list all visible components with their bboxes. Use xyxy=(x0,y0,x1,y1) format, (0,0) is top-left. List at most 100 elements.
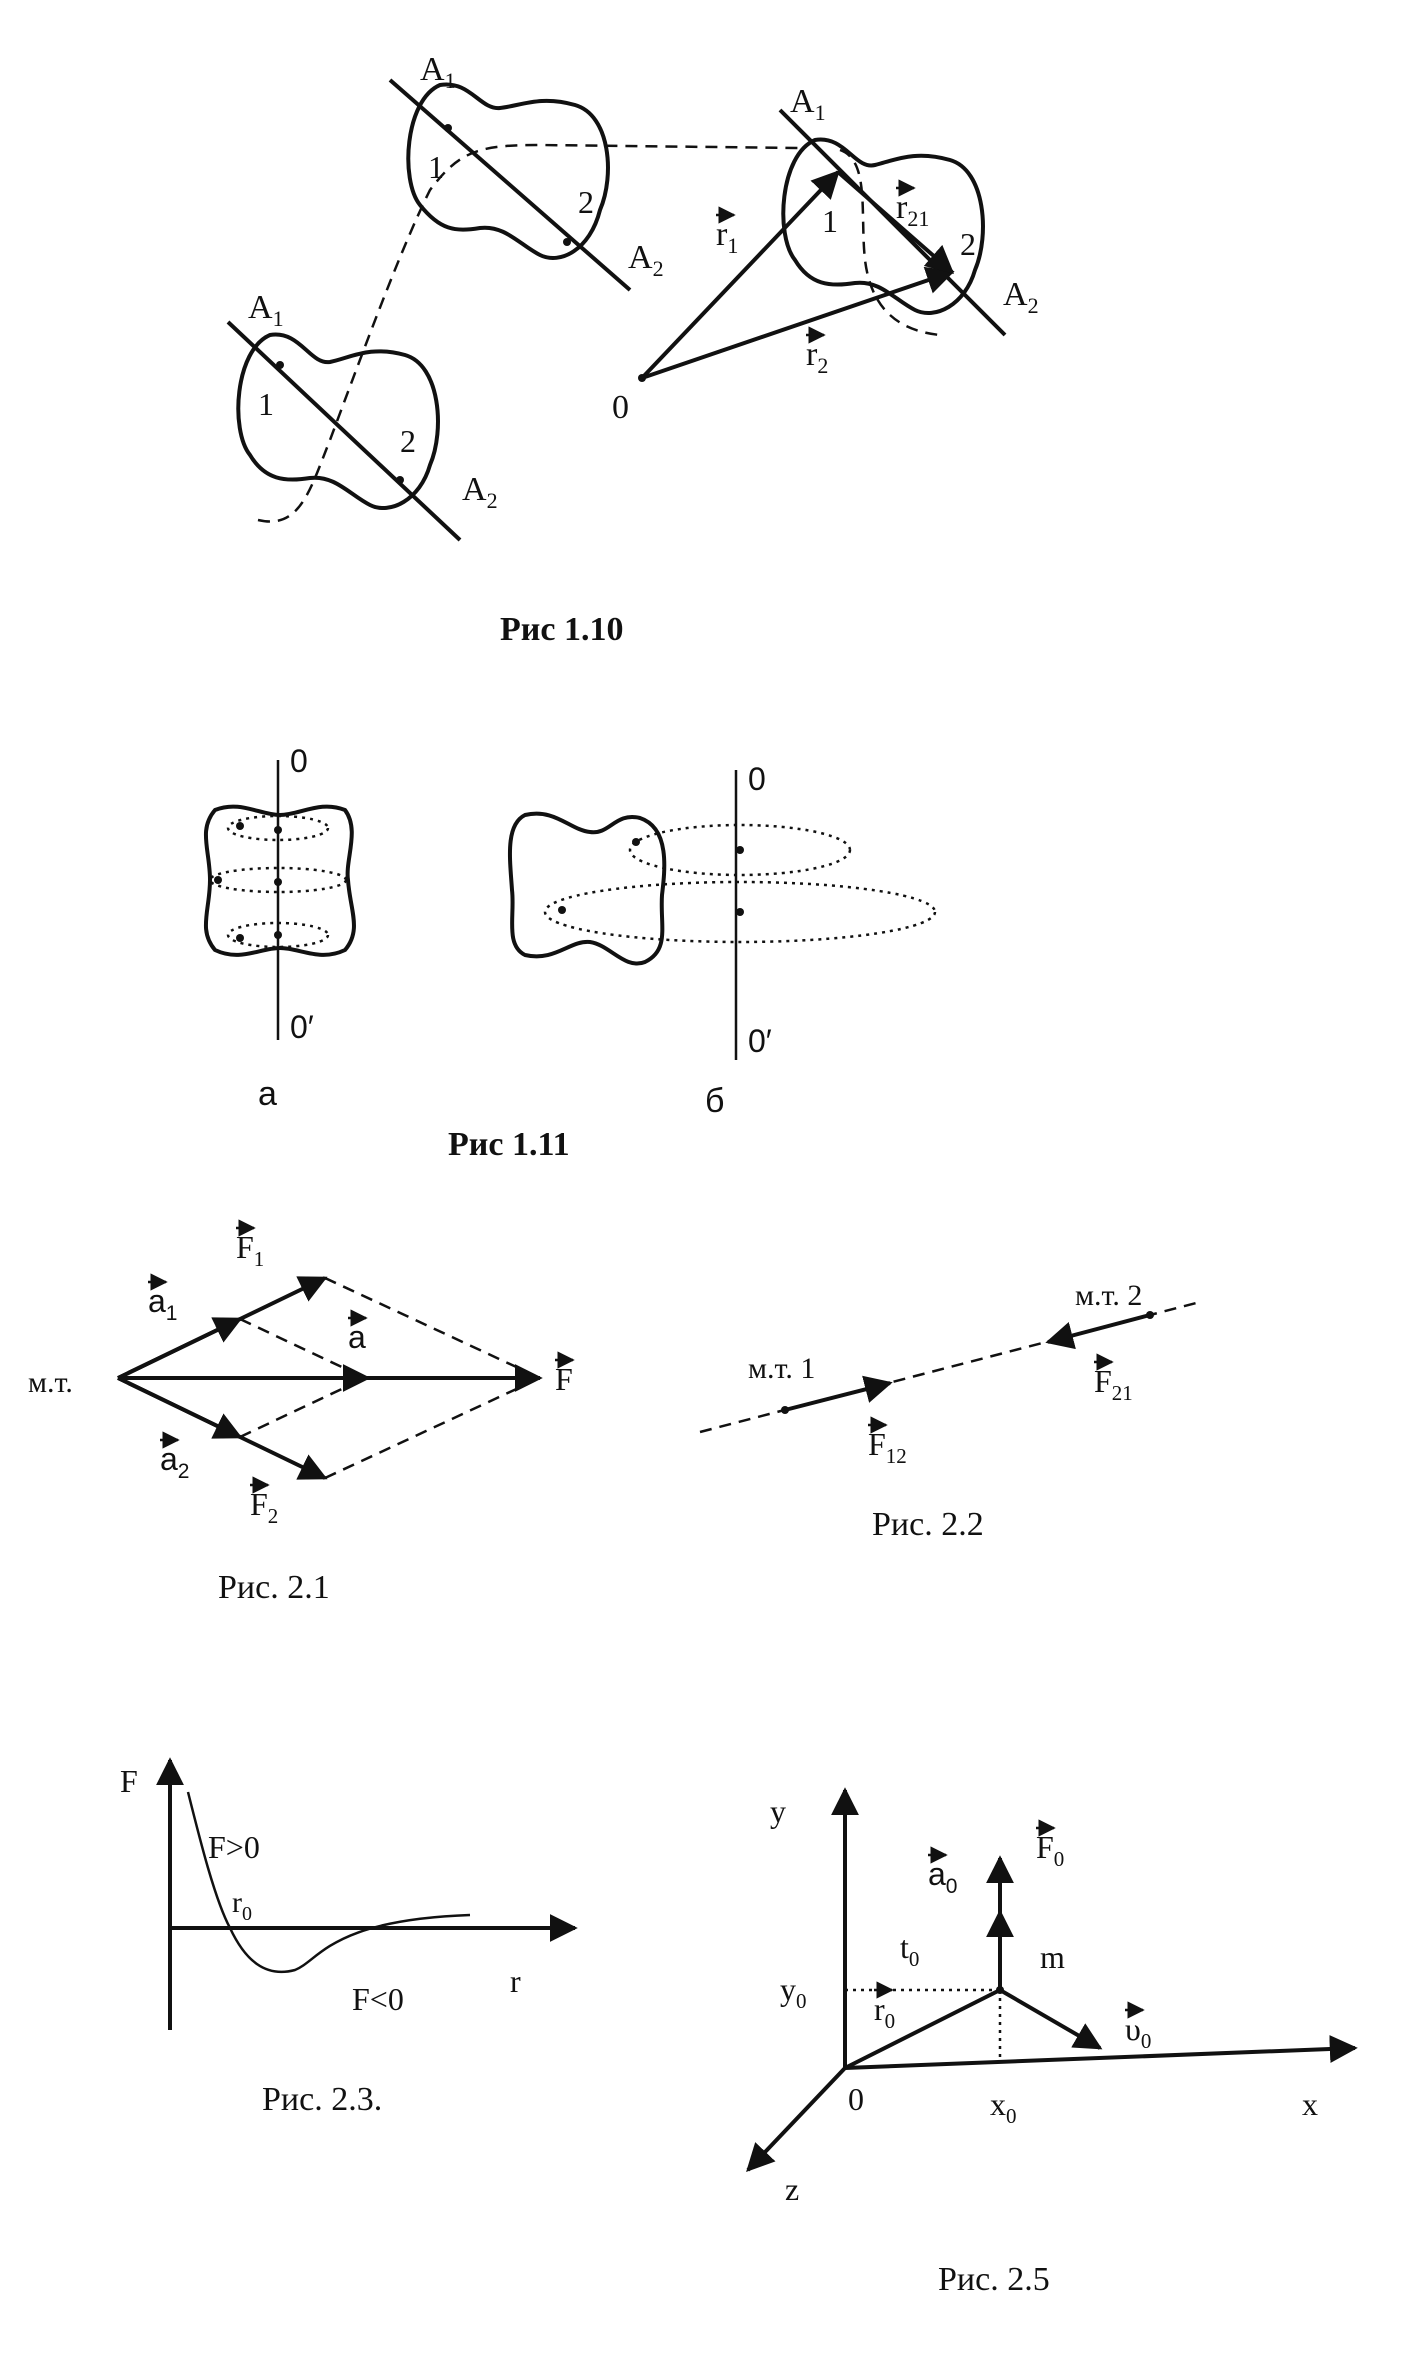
caption-fig-2-3: Рис. 2.3. xyxy=(262,2081,382,2118)
label-axis-bottom-a: 0′ xyxy=(290,1009,314,1045)
caption-fig-2-5: Рис. 2.5 xyxy=(938,2261,1050,2298)
label-a2-left: A2 xyxy=(462,471,498,513)
label-point-1-top: 1 xyxy=(428,149,444,185)
label-a0: a0 xyxy=(928,1856,957,1898)
label-b: б xyxy=(705,1082,724,1120)
label-a2-right: A2 xyxy=(1003,276,1039,318)
label-a1-left: A1 xyxy=(248,289,284,331)
point-1-left xyxy=(276,361,284,369)
point-a3 xyxy=(214,876,222,884)
dash-a2-a xyxy=(239,1376,366,1439)
point-b2 xyxy=(736,846,744,854)
label-r0-vec: r0 xyxy=(874,1991,895,2033)
vector-F21 xyxy=(1045,1313,1151,1350)
rigid-body-left xyxy=(236,332,440,511)
vector-r21 xyxy=(836,170,955,274)
fig-1-11: 0 0′ а 0 0′ б Рис 1.11 xyxy=(203,743,937,1163)
label-r0: r0 xyxy=(232,1886,252,1925)
orbit-a-mid xyxy=(208,866,348,894)
label-F2: F2 xyxy=(250,1486,278,1528)
label-F-negative: F<0 xyxy=(352,1981,404,2017)
label-mt1: м.т. 1 xyxy=(748,1352,815,1385)
line-a1a2-left xyxy=(226,320,462,542)
label-a: а xyxy=(258,1075,277,1113)
caption-fig-1-10: Рис 1.10 xyxy=(500,611,623,648)
force-curve xyxy=(186,1791,471,1974)
label-F0: F0 xyxy=(1036,1829,1064,1871)
orbit-b-top xyxy=(628,823,852,877)
vector-r1 xyxy=(640,169,840,380)
fig-1-10: A1 1 2 A2 A1 1 2 A2 A1 1 2 A2 0 r1 r2 r2… xyxy=(226,51,1039,648)
label-t0: t0 xyxy=(900,1929,919,1971)
caption-fig-2-2: Рис. 2.2 xyxy=(872,1506,984,1543)
label-y0: y0 xyxy=(780,1971,807,2013)
label-a1-right: A1 xyxy=(790,83,826,125)
dash-a1-a xyxy=(239,1317,366,1380)
label-point-1-right: 1 xyxy=(822,203,838,239)
vector-a1 xyxy=(117,1317,243,1380)
point-2-top xyxy=(563,238,571,246)
label-r21: r21 xyxy=(896,189,929,231)
vector-r2 xyxy=(641,266,955,380)
rigid-body-top xyxy=(406,82,610,260)
vector-v0 xyxy=(998,1988,1103,2050)
line-a1a2-top xyxy=(388,78,632,292)
label-a1: a1 xyxy=(148,1283,177,1325)
label-point-2-left: 2 xyxy=(400,423,416,459)
axis-x xyxy=(844,2034,1358,2070)
vector-F12 xyxy=(784,1375,893,1412)
axis-z xyxy=(746,2066,847,2173)
label-x0: x0 xyxy=(990,2086,1017,2128)
fig-2-3: F r F>0 F<0 r0 Рис. 2.3. xyxy=(120,1757,578,2118)
point-b3 xyxy=(558,906,566,914)
point-b4 xyxy=(736,908,744,916)
rigid-body-right xyxy=(781,137,985,316)
trajectory-dashed xyxy=(257,143,801,523)
label-z-axis: z xyxy=(785,2171,799,2207)
caption-fig-1-11: Рис 1.11 xyxy=(448,1126,570,1163)
dash-F2-F xyxy=(324,1376,541,1480)
point-a4 xyxy=(274,878,282,886)
orbit-a-top xyxy=(226,814,330,842)
label-x-axis: x xyxy=(1302,2086,1318,2122)
label-F-axis: F xyxy=(120,1763,138,1799)
label-r2: r2 xyxy=(806,336,828,378)
label-a2-top: A2 xyxy=(628,239,664,281)
label-point-1-left: 1 xyxy=(258,386,274,422)
label-mt2: м.т. 2 xyxy=(1075,1279,1142,1312)
vector-a2 xyxy=(117,1376,243,1439)
point-1-top xyxy=(444,124,452,132)
orbit-b-bottom xyxy=(543,880,937,944)
label-F21: F21 xyxy=(1094,1363,1133,1405)
label-F-positive: F>0 xyxy=(208,1829,260,1865)
vector-r0 xyxy=(844,1988,1001,2070)
label-origin-2-5: 0 xyxy=(848,2081,864,2117)
label-a1-top: A1 xyxy=(420,51,456,93)
rigid-body-b xyxy=(507,811,667,966)
label-F: F xyxy=(555,1361,573,1397)
point-a5 xyxy=(236,934,244,942)
label-F1: F1 xyxy=(236,1229,264,1271)
rigid-body-a xyxy=(203,804,356,957)
label-m: m xyxy=(1040,1939,1065,1975)
label-F12: F12 xyxy=(868,1426,907,1468)
label-axis-bottom-b: 0′ xyxy=(748,1023,772,1059)
label-point-2-top: 2 xyxy=(578,184,594,220)
caption-fig-2-1: Рис. 2.1 xyxy=(218,1569,330,1606)
label-a2: a2 xyxy=(160,1441,189,1483)
point-a2 xyxy=(274,826,282,834)
label-origin: 0 xyxy=(612,389,629,426)
orbit-a-bottom xyxy=(226,921,330,949)
line-a1a2-right xyxy=(778,108,1007,337)
fig-2-5: y x z 0 y0 x0 t0 m r0 a0 F0 υ0 Рис. 2.5 xyxy=(746,1787,1358,2298)
fig-2-2: м.т. 1 м.т. 2 F12 F21 Рис. 2.2 xyxy=(699,1279,1201,1543)
point-2-left xyxy=(396,476,404,484)
trajectory-dashed-right xyxy=(839,148,941,337)
point-a6 xyxy=(274,931,282,939)
label-r-axis: r xyxy=(510,1963,521,1999)
label-point-2-right: 2 xyxy=(960,226,976,262)
fig-2-1: м.т. a1 F1 a F a2 F2 Рис. 2.1 xyxy=(28,1219,575,1606)
label-axis-top-b: 0 xyxy=(748,761,766,797)
label-mt: м.т. xyxy=(28,1366,73,1399)
